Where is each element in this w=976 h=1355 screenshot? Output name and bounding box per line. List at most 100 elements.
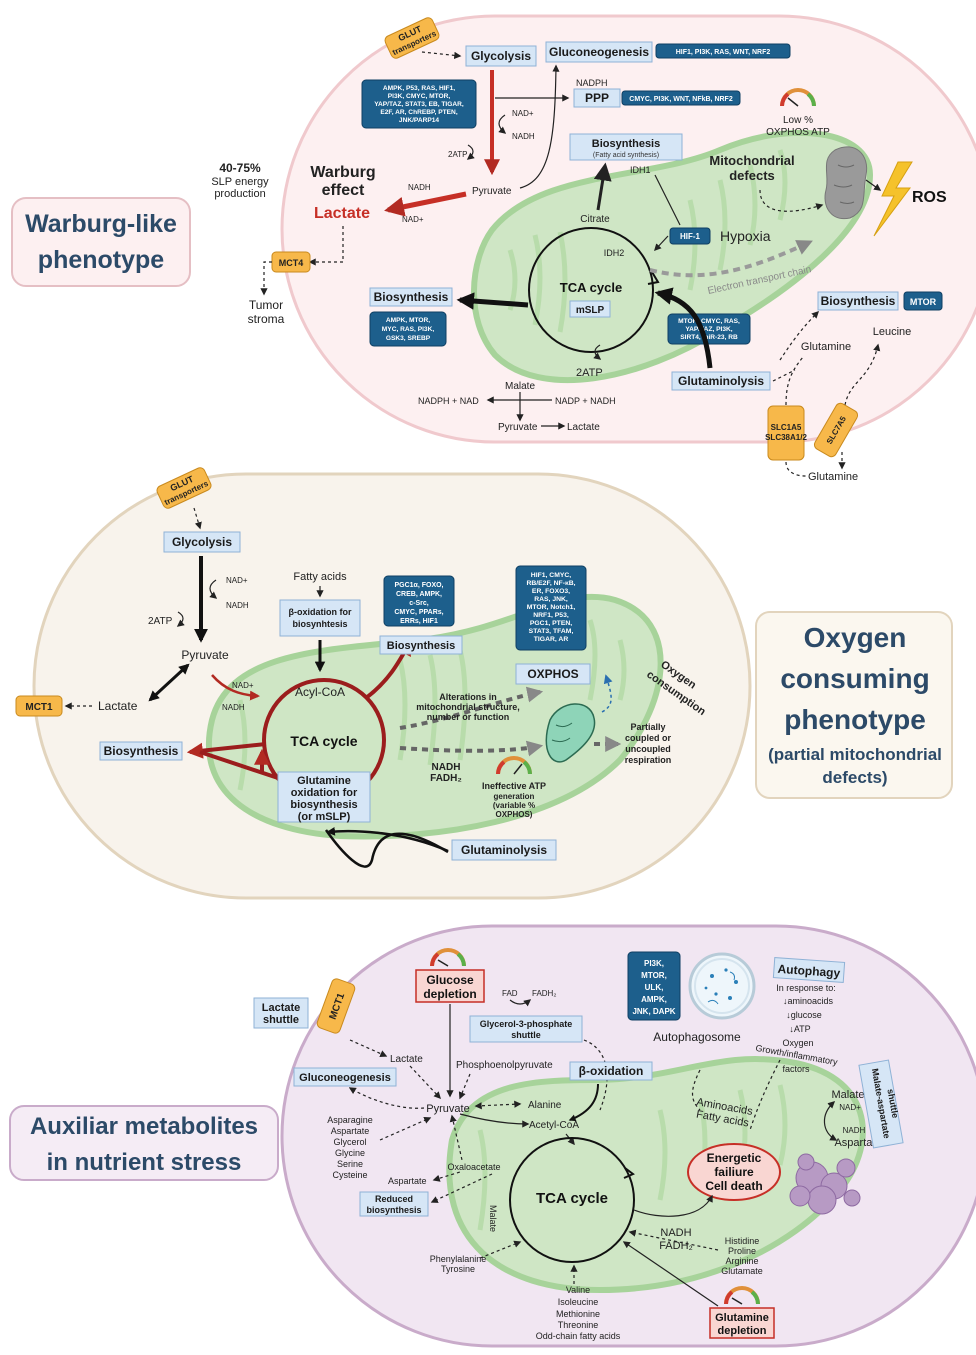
two-atp-2: 2ATP	[148, 616, 173, 627]
damaged-mitochondrion-icon	[824, 146, 868, 220]
energetic-line: failiure	[714, 1165, 754, 1179]
ros-label: ROS	[912, 189, 947, 206]
his-line: Glutamate	[721, 1266, 763, 1276]
gene-line: AMPK,	[641, 995, 667, 1004]
his-line: Proline	[728, 1246, 756, 1256]
glutamine-dep-line: Glutamine	[715, 1312, 769, 1324]
g3p-shuttle-box	[469, 1015, 583, 1043]
oxphos-gauge-2	[496, 756, 532, 775]
gene-line: NRF1, P53,	[533, 612, 569, 619]
mct1-transporter-3: MCT1	[316, 978, 356, 1034]
cell-death-icon	[789, 1153, 861, 1215]
alterations-line: mitochondrial structure,	[416, 702, 520, 712]
hif1-box	[669, 227, 711, 245]
phe-line: Tyrosine	[441, 1264, 475, 1274]
partially-line: uncoupled	[625, 744, 671, 754]
val-line: Odd-chain fatty acids	[536, 1331, 621, 1341]
lactate-shuttle-box	[253, 997, 309, 1029]
energetic-line: Cell death	[705, 1179, 762, 1193]
tca-cycle-circle-3	[509, 1137, 635, 1263]
malate-label: Malate	[505, 381, 535, 392]
mito-defects-1: Mitochondrial	[709, 153, 794, 168]
lactate-shuttle-line: Lactate	[262, 1002, 301, 1014]
val-line: Threonine	[558, 1320, 599, 1330]
subtitle2-line-2: defects)	[822, 768, 887, 787]
nadh-fadh-2b: FADH₂	[430, 773, 462, 784]
title-box-1	[11, 197, 191, 287]
gene-line: RAS, JNK,	[534, 596, 568, 603]
autophagosome-icon	[688, 952, 756, 1020]
glucose-dep-line: depletion	[423, 987, 476, 1001]
gene-line: STAT3, TFAM,	[529, 628, 574, 635]
glyco-genes-box	[361, 79, 477, 129]
nad-2: NAD+	[402, 215, 424, 224]
warburg-line-1: Warburg	[310, 164, 375, 181]
gene-line: GSK3, SREBP	[386, 335, 431, 342]
amino-line: Cysteine	[332, 1170, 367, 1180]
glutamine-depletion-box	[709, 1307, 775, 1339]
glucose-dep-line: Glucose	[426, 973, 474, 987]
slc1a5-label: SLC1A5	[771, 423, 802, 432]
glutamine-label: Glutamine	[801, 341, 851, 353]
gln-ox-line: oxidation for	[291, 787, 358, 799]
reduced-line: biosynthesis	[366, 1205, 421, 1215]
gene-line: PGC1, PTEN,	[530, 620, 572, 627]
ineffective-line: generation	[494, 792, 535, 801]
biosynthesis-right-box	[817, 291, 899, 311]
gauge-text: OXPHOS ATP	[766, 127, 830, 138]
idh2-label: IDH2	[604, 248, 625, 258]
val-line: Methionine	[556, 1309, 600, 1319]
ppp-box	[573, 88, 621, 108]
autophagy-label: Autophagy	[777, 962, 841, 980]
gene-line: ULK,	[645, 983, 664, 992]
biosynthesis-left-2: Biosynthesis	[104, 744, 179, 758]
tca-label-1: TCA cycle	[560, 280, 622, 295]
oxaloacetate-label: Oxaloacetate	[447, 1162, 500, 1172]
glut-transporter-1: GLUT transporters	[384, 17, 440, 59]
two-atp: 2ATP	[448, 150, 467, 159]
gene-line: PGC1α, FOXO,	[394, 582, 443, 589]
alanine-label: Alanine	[528, 1100, 562, 1111]
autophagy-box	[772, 957, 846, 983]
title-box-3	[9, 1105, 279, 1181]
pyruvate-2: Pyruvate	[498, 422, 538, 433]
phe-line: Phenylalanine	[430, 1254, 487, 1264]
biosynthesis-left-box-2	[99, 741, 183, 761]
pyruvate-label-3: Pyruvate	[426, 1103, 469, 1115]
gluco-genes: HIF1, PI3K, RAS, WNT, NRF2	[676, 49, 771, 56]
oxphos-box	[515, 663, 591, 685]
warburg-lactate: Lactate	[314, 205, 370, 222]
nadh-2b: NADH	[226, 601, 249, 610]
acyl-coa-label: Acyl-CoA	[295, 685, 345, 699]
beta-ox-label-3: β-oxidation	[579, 1064, 644, 1078]
nad-plus-3: NAD+	[839, 1103, 861, 1112]
nad-2b: NAD+	[232, 681, 254, 690]
glyco-gene-line: AMPK, P53, RAS, HIF1,	[383, 85, 455, 92]
fadh2-label: FADH₂	[532, 989, 556, 998]
gene-line: TIGAR, AR	[534, 636, 569, 643]
gluco-genes-box	[655, 43, 791, 59]
amino-line: Asparagine	[327, 1115, 373, 1125]
reduced-biosynthesis-box	[359, 1191, 429, 1217]
pyruvate-label-2: Pyruvate	[181, 648, 229, 662]
beta-ox-line-1: β-oxidation for	[289, 607, 352, 617]
title2-line-2: consuming	[780, 663, 929, 694]
title2-line-1: Oxygen	[804, 622, 907, 653]
title3-line-1: Auxiliar metabolites	[30, 1113, 258, 1140]
glyco-gene-line: E2F, AR, ChREBP, PTEN,	[380, 109, 457, 116]
mtor-box	[903, 291, 943, 311]
hypoxia-label: Hypoxia	[720, 228, 771, 244]
tumor-stroma: Tumor	[249, 298, 283, 312]
nadh-2: NADH	[408, 183, 431, 192]
biosynthesis-mid-box	[379, 635, 463, 655]
amino-line: Serine	[337, 1159, 363, 1169]
gln-ox-line: Glutamine	[297, 775, 351, 787]
gluconeogenesis-label-3: Gluconeogenesis	[299, 1072, 391, 1084]
mslp-label: mSLP	[576, 305, 605, 316]
mitochondrion-icon-2	[545, 703, 596, 763]
glutamine-ox-box	[277, 771, 371, 823]
gene-line: JNK, DAPK	[632, 1007, 675, 1016]
his-line: Arginine	[725, 1256, 758, 1266]
biosynthesis-right-label: Biosynthesis	[821, 294, 896, 308]
